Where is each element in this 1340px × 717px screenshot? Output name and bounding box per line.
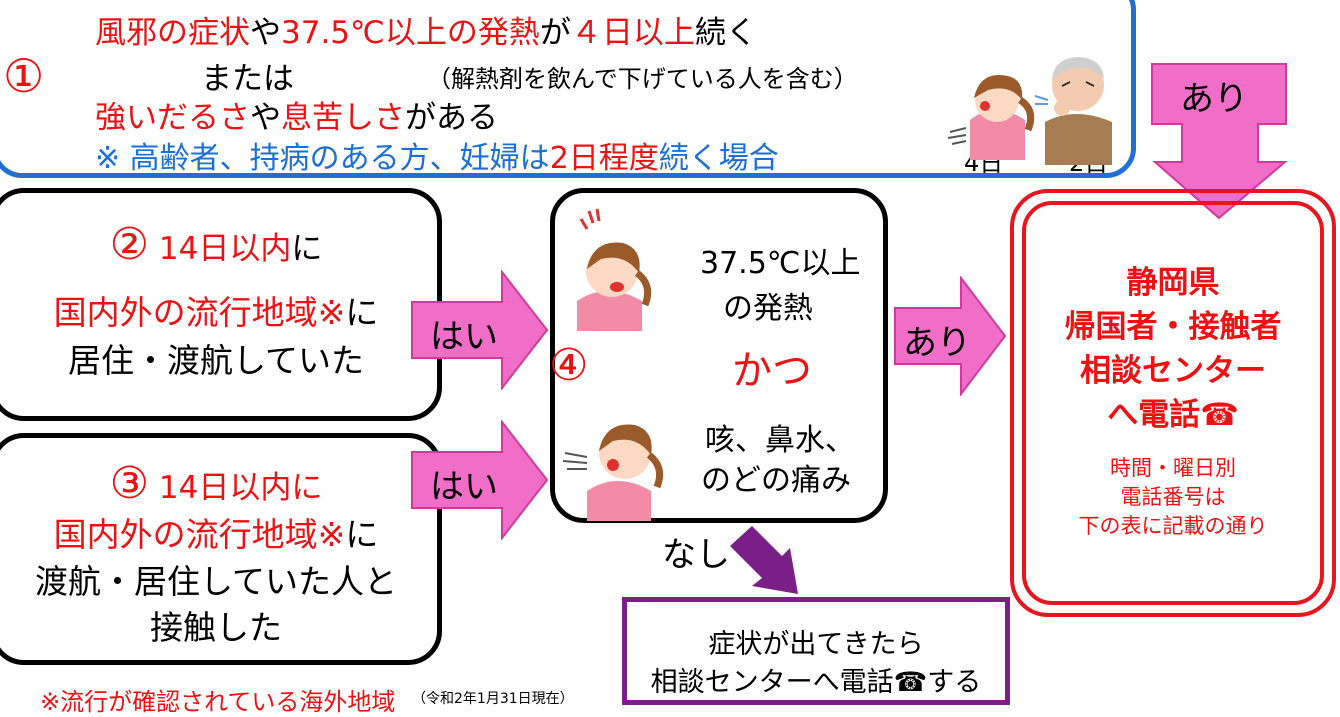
center-title3: 相談センター bbox=[1080, 353, 1266, 389]
fever-line1: 37.5℃以上 bbox=[700, 246, 861, 281]
epidemic-region-3: 国内外の流行地域※ bbox=[53, 515, 346, 554]
footnote-date: （令和2年1月31日現在） bbox=[412, 691, 574, 707]
box1-line4: ※ 高齢者、持病のある方、妊婦は2日程度続く場合 bbox=[95, 133, 779, 177]
box1-line3-seg-2: 息苦しさ bbox=[281, 100, 405, 136]
ari-label-top: あり bbox=[1180, 79, 1248, 119]
cough-line1: 咳、鼻水、 bbox=[705, 423, 855, 458]
call-later-line1: 症状が出てきたら bbox=[708, 629, 924, 660]
box1-line1-seg-3: が bbox=[539, 15, 571, 51]
antipyretic-note: （解熱剤を飲んで下げている人を含む） bbox=[427, 65, 858, 93]
cough-line2: のどの痛み bbox=[701, 463, 851, 498]
box2-line3: 居住・渡航していた bbox=[67, 341, 364, 380]
box1-line4-seg-1: 2日程度 bbox=[549, 141, 659, 176]
consultation-center-box-outer bbox=[1010, 189, 1336, 617]
box3-line4: 接触した bbox=[150, 608, 282, 647]
box1-line3-seg-0: 強いだるさ bbox=[95, 100, 250, 136]
box1-line1-seg-1: や bbox=[250, 15, 281, 51]
circle-number-1: ① bbox=[3, 49, 45, 103]
box1-line3: 強いだるさや息苦しさがある bbox=[95, 92, 498, 137]
and-text: かつ bbox=[732, 348, 812, 394]
center-sub2: 電話番号は bbox=[1120, 485, 1226, 509]
box1-line1-seg-0: 風邪の症状 bbox=[95, 15, 250, 51]
yes-arrow-3 bbox=[411, 420, 549, 540]
call-later-box: 症状が出てきたら 相談センターへ電話☎する bbox=[622, 597, 1010, 705]
coughing-girl-2-icon bbox=[563, 424, 664, 521]
footnote: ※流行が確認されている海外地域 bbox=[40, 688, 396, 716]
feverish-girl-icon bbox=[577, 208, 652, 331]
condition-box-1: ① 風邪の症状や37.5℃以上の発熱が４日以上続く または （解熱剤を飲んで下げ… bbox=[0, 0, 1136, 178]
consultation-center-box: 静岡県 帰国者・接触者 相談センター へ電話☎ 時間・曜日別 電話番号は 下の表… bbox=[1022, 201, 1324, 605]
yes-label-2: はい bbox=[430, 317, 498, 357]
box1-line1: 風邪の症状や37.5℃以上の発熱が４日以上続く bbox=[95, 7, 757, 52]
epidemic-region: 国内外の流行地域※ bbox=[53, 293, 346, 332]
center-sub3: 下の表に記載の通り bbox=[1078, 514, 1268, 538]
coughing-elderly-man-icon bbox=[1034, 57, 1112, 165]
box3-line3: 渡航・居住していた人と bbox=[34, 562, 397, 601]
center-title4: へ電話☎ bbox=[1107, 397, 1239, 433]
particle-ni-3: に bbox=[345, 515, 379, 554]
fever-line2: の発熱 bbox=[723, 291, 813, 326]
box1-line3-seg-1: や bbox=[250, 100, 281, 136]
circle-number-2: ② bbox=[109, 219, 150, 270]
particle-ni-2: に bbox=[345, 293, 379, 332]
condition-box-3: ③ 14日以内に 国内外の流行地域※に 渡航・居住していた人と 接触した bbox=[0, 433, 442, 665]
sick-people-illustration bbox=[947, 57, 1112, 165]
circle-number-4: ④ bbox=[549, 340, 589, 391]
center-title1: 静岡県 bbox=[1126, 265, 1220, 301]
call-later-line2: 相談センターへ電話☎する bbox=[650, 667, 982, 698]
yes-arrow-2 bbox=[411, 270, 549, 390]
box1-line1-seg-4: ４日以上 bbox=[570, 15, 695, 51]
ari-label-mid: あり bbox=[903, 323, 971, 363]
days-14-3: 14日以内に bbox=[158, 470, 323, 506]
coughing-girl-icon bbox=[947, 74, 1035, 160]
days-14: 14日以内 bbox=[158, 231, 292, 267]
box1-line4-seg-2: 続く場合 bbox=[658, 141, 779, 176]
condition-box-2: ② 14日以内に 国内外の流行地域※に 居住・渡航していた bbox=[0, 188, 442, 421]
nashi-label: なし bbox=[662, 535, 730, 575]
yes-arrow-4 bbox=[894, 276, 1007, 396]
box1-line3-seg-3: がある bbox=[405, 100, 498, 136]
no-arrow bbox=[730, 526, 798, 594]
particle-ni: に bbox=[291, 231, 323, 267]
circle-number-3: ③ bbox=[109, 458, 150, 509]
or-text: または bbox=[201, 61, 294, 97]
box1-line1-seg-5: 続く bbox=[694, 15, 757, 51]
symptom-box-4: 37.5℃以上 の発熱 ④ かつ 咳、鼻水、 のどの痛み bbox=[549, 188, 888, 523]
center-sub1: 時間・曜日別 bbox=[1110, 456, 1236, 480]
center-title2: 帰国者・接触者 bbox=[1064, 309, 1282, 345]
box1-line1-seg-2: 37.5℃以上の発熱 bbox=[281, 15, 540, 51]
yes-label-3: はい bbox=[430, 467, 498, 507]
box1-line4-seg-0: ※ 高齢者、持病のある方、妊婦は bbox=[95, 141, 550, 176]
